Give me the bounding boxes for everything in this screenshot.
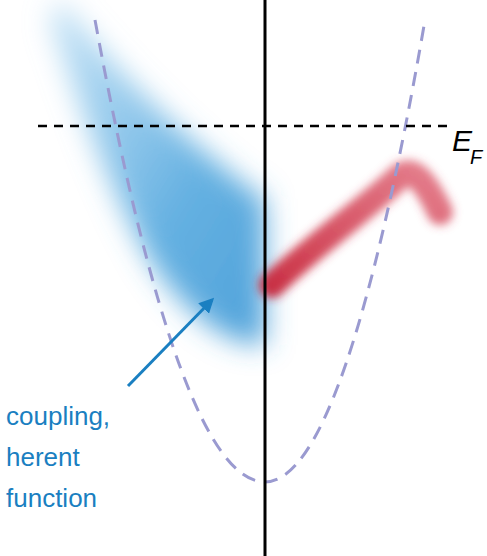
red-band	[272, 173, 440, 285]
parabola	[95, 20, 425, 482]
annotation-text: coupling, herent function	[6, 396, 146, 519]
energy-subscript: F	[470, 146, 482, 168]
fermi-level-line	[38, 125, 450, 128]
axis-line	[264, 0, 267, 556]
leader-arrow	[128, 300, 212, 386]
energy-symbol: E	[452, 124, 472, 157]
